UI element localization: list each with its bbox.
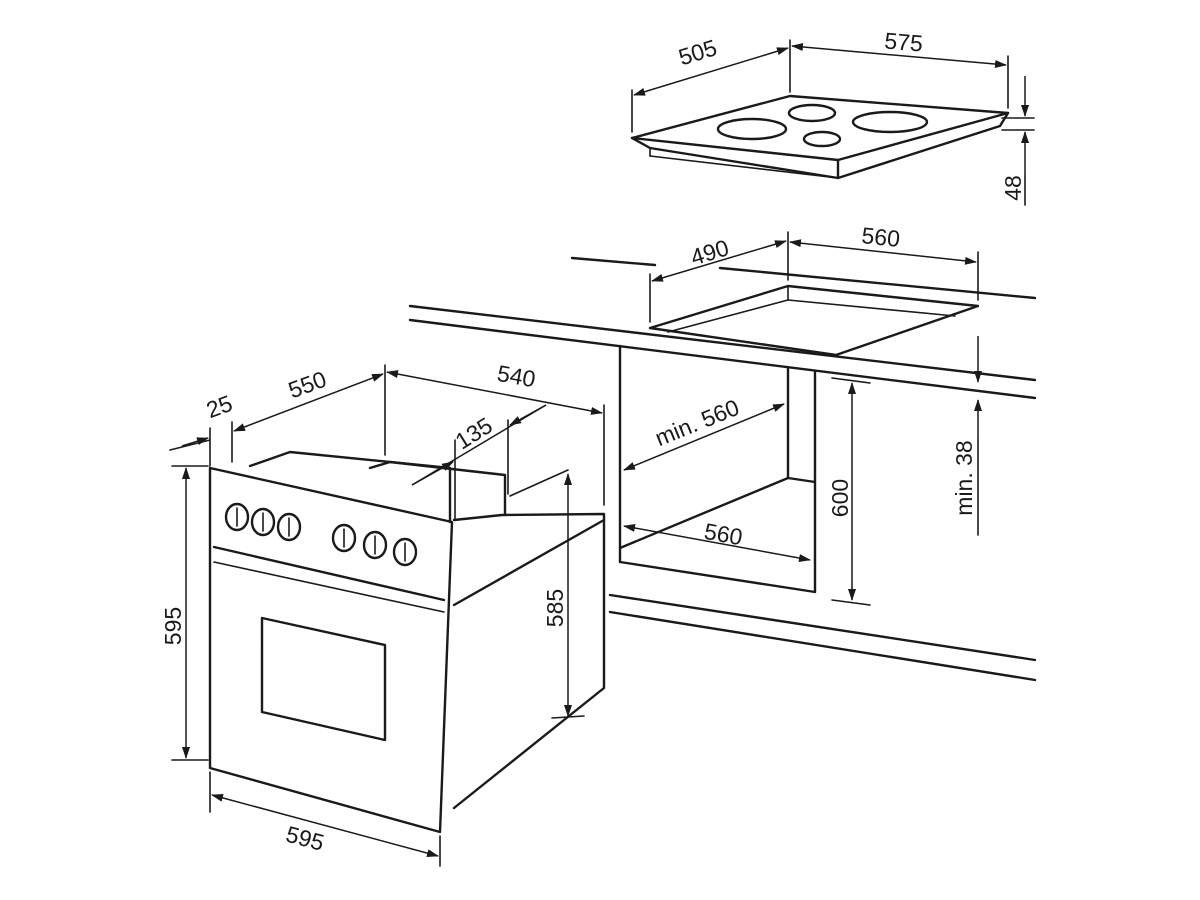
dim-hob-height: 48 [1000, 175, 1026, 201]
hob-burner-front [802, 130, 842, 148]
dim-oven-back-offset: 135 [451, 412, 497, 454]
hob [630, 94, 1010, 180]
dim-oven-body-height: 585 [542, 589, 568, 627]
dim-countertop-thickness: min. 38 [951, 440, 977, 515]
dim-oven-height: 595 [160, 607, 186, 645]
hob-burner-top [787, 103, 837, 123]
dim-niche-height: 600 [827, 479, 853, 517]
countertop-cutout [648, 284, 980, 357]
dim-hob-width: 575 [883, 27, 923, 56]
oven [208, 450, 606, 834]
knob-2-icon [250, 507, 276, 537]
dim-cutout-width: 560 [860, 222, 901, 252]
oven-dimensions [169, 364, 605, 867]
knob-1-icon [224, 502, 250, 532]
knob-3-icon [276, 512, 302, 542]
hob-burner-right [851, 110, 929, 134]
dimension-labels: 505 575 48 490 560 min. 38 600 min. 560 … [160, 27, 1026, 855]
oven-door-window [260, 616, 387, 742]
dim-cutout-depth: 490 [688, 234, 732, 270]
knob-6-icon [392, 537, 418, 567]
dim-oven-body-depth: 540 [495, 360, 537, 392]
hob-dimensions [631, 39, 1035, 206]
niche-dimensions [623, 231, 982, 606]
hob-burner-left [716, 117, 788, 141]
dim-niche-depth: min. 560 [651, 394, 743, 451]
dim-oven-width: 595 [283, 821, 327, 856]
dim-oven-front-offset: 25 [203, 390, 236, 423]
countertop [408, 256, 1037, 400]
oven-knobs [224, 502, 418, 567]
knob-5-icon [362, 530, 388, 560]
dim-hob-depth: 505 [676, 34, 720, 70]
dim-niche-width: 560 [702, 518, 744, 550]
knob-4-icon [331, 523, 357, 553]
